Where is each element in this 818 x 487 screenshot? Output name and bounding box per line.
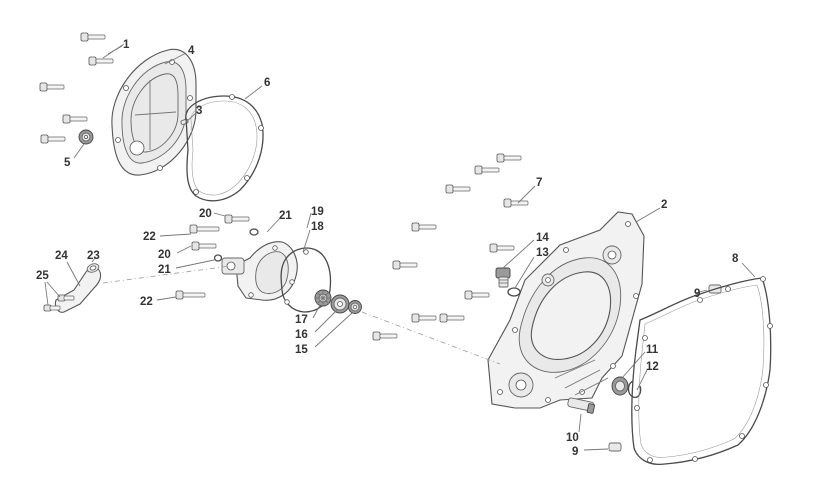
callout-11: 11 [646,344,659,356]
leader-lines [44,43,756,451]
callout-labels: 1 4 3 5 6 7 2 8 9 14 13 11 12 10 9 19 18… [36,39,739,458]
o-ring-13 [507,287,521,297]
dowel-9b [608,442,622,452]
fitting-bolts [43,294,75,312]
bolt-group-7 [372,153,529,341]
callout-25: 25 [36,270,49,282]
callout-20a: 20 [199,208,212,220]
water-pump-cover [221,241,298,301]
circlip [627,380,642,398]
crankcase-cover-gasket [631,276,773,466]
seal-15 [348,300,362,314]
bolt-group-20 [191,214,250,251]
clutch-cover-gasket [185,94,264,202]
callout-21b: 21 [158,264,171,276]
callout-14: 14 [536,232,549,244]
callout-10: 10 [566,432,579,444]
clutch-cover [111,48,197,176]
callout-1: 1 [123,39,130,51]
callout-20b: 20 [158,249,171,261]
callout-18: 18 [311,221,324,233]
callout-8: 8 [732,253,739,265]
callout-9a: 9 [694,288,700,300]
callout-3: 3 [196,105,202,117]
hose-fitting [54,263,102,313]
callout-23: 23 [87,250,100,262]
oil-seal [611,376,629,396]
callout-19: 19 [311,206,324,218]
callout-6: 6 [264,77,270,89]
callout-15: 15 [295,344,308,356]
callout-21a: 21 [279,210,292,222]
callout-2: 2 [661,199,667,211]
crankcase-cover [487,211,645,409]
callout-7: 7 [536,177,542,189]
callout-9b: 9 [572,446,578,458]
callout-13: 13 [536,247,549,259]
inspection-plug [78,129,94,145]
oil-filler-plug [495,267,511,288]
impeller [314,289,332,307]
shaft [567,397,596,414]
callout-22a: 22 [143,231,156,243]
callout-22b: 22 [140,296,153,308]
callout-4: 4 [188,45,195,57]
callout-17: 17 [295,314,308,326]
o-ring-21b [213,254,223,262]
callout-12: 12 [646,361,659,373]
alignment-lines [102,265,501,365]
o-ring-21 [249,228,259,236]
callout-5: 5 [64,157,71,169]
callout-16: 16 [295,329,308,341]
bearing-16 [330,294,350,314]
bolt-group-1 [39,32,114,144]
callout-24: 24 [55,250,68,262]
bolt-group-22 [175,224,220,300]
